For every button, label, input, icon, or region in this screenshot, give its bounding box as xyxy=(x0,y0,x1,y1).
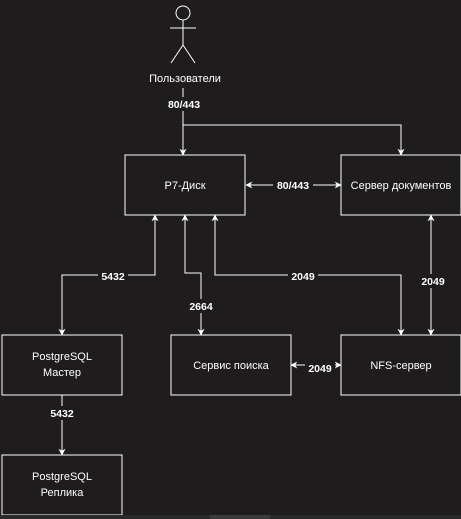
svg-text:2049: 2049 xyxy=(291,271,315,283)
users-label: Пользователи xyxy=(149,73,221,85)
svg-text:5432: 5432 xyxy=(101,271,125,283)
node-postgresql-replica[interactable]: PostgreSQL Реплика xyxy=(1,454,123,516)
edge-r7-search xyxy=(181,214,205,336)
svg-text:2049: 2049 xyxy=(421,276,445,288)
svg-text:80/443: 80/443 xyxy=(168,99,200,111)
edge-users-label: 80/443 xyxy=(164,97,204,111)
svg-text:PostgreSQL: PostgreSQL xyxy=(32,471,92,483)
users-actor-icon xyxy=(170,5,196,64)
edge-r7-search-label: 2664 xyxy=(186,299,216,313)
node-nfs-server[interactable]: NFS-сервер xyxy=(340,334,461,396)
svg-text:Мастер: Мастер xyxy=(43,367,81,379)
svg-text:Реплика: Реплика xyxy=(41,487,85,499)
node-r7-disk[interactable]: Р7-Диск xyxy=(124,154,246,216)
scrollbar-thumb[interactable] xyxy=(210,515,270,519)
svg-text:Р7-Диск: Р7-Диск xyxy=(164,180,205,192)
node-search-service[interactable]: Сервис поиска xyxy=(170,334,292,396)
node-document-server[interactable]: Сервер документов xyxy=(340,154,461,216)
edge-r7-pg-master-label: 5432 xyxy=(98,269,128,283)
svg-text:PostgreSQL: PostgreSQL xyxy=(32,351,92,363)
edge-pg-replication-label: 5432 xyxy=(47,406,77,420)
edge-r7-docs-label: 80/443 xyxy=(273,178,313,192)
svg-text:Сервер документов: Сервер документов xyxy=(351,180,452,192)
node-postgresql-master[interactable]: PostgreSQL Мастер xyxy=(1,334,123,396)
svg-text:5432: 5432 xyxy=(50,408,74,420)
edge-r7-nfs-label: 2049 xyxy=(288,269,318,283)
svg-text:2664: 2664 xyxy=(189,301,213,313)
svg-text:Сервис поиска: Сервис поиска xyxy=(193,360,269,372)
edge-docs-nfs-label: 2049 xyxy=(418,274,448,288)
svg-text:80/443: 80/443 xyxy=(277,180,309,192)
canvas-scrollbar[interactable] xyxy=(0,515,461,519)
svg-text:NFS-сервер: NFS-сервер xyxy=(370,360,431,372)
edge-search-nfs-label: 2049 xyxy=(305,361,335,375)
svg-text:2049: 2049 xyxy=(308,363,332,375)
edge-users-to-services xyxy=(179,88,405,156)
